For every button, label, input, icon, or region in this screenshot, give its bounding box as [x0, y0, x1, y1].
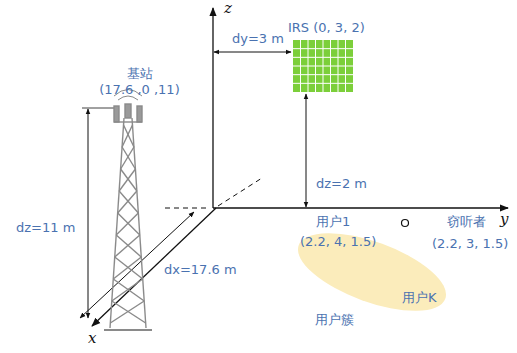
- irs-label-node: IRS (0, 3, 2): [286, 20, 371, 36]
- extension-line: [82, 108, 118, 109]
- eavesdropper-label: 窃听者: [447, 214, 486, 230]
- grid-line: [293, 66, 353, 67]
- negative-x-axis: [218, 178, 262, 206]
- node-text: (17.6 ,0 ,11): [97, 82, 182, 98]
- grid-line: [293, 48, 353, 49]
- cluster-fill: [290, 232, 455, 327]
- dimension-line: [88, 109, 89, 318]
- user-label: 用户1: [316, 214, 350, 230]
- dimension-label: dx=17.6 m: [164, 262, 237, 278]
- dimension-label: dz=2 m: [314, 176, 369, 192]
- negative-y-axis: [165, 208, 210, 209]
- grid-line: [293, 57, 353, 58]
- axis-label: z: [224, 0, 232, 16]
- dimension-line: [214, 52, 291, 53]
- axis-label: y: [500, 211, 508, 227]
- grid-line: [293, 74, 353, 75]
- node-text: 基站: [97, 66, 182, 82]
- irs-panel: [293, 40, 353, 92]
- y-axis: [213, 207, 508, 208]
- z-axis: [212, 8, 213, 208]
- irs-surface: [293, 40, 353, 92]
- axis-label: x: [88, 330, 96, 346]
- base-station-node: 基站(17.6 ,0 ,11): [95, 66, 184, 98]
- node-text: 用户簇: [315, 312, 354, 328]
- coordinate-label: (2.2, 4, 1.5): [300, 234, 376, 250]
- base-station-tower: [104, 90, 152, 331]
- dimension-line: [306, 94, 307, 207]
- dimension-label: dz=11 m: [14, 220, 77, 236]
- user-label: 用户K: [402, 290, 437, 306]
- node-text: IRS (0, 3, 2): [288, 20, 369, 36]
- coordinate-label: (2.2, 3, 1.5): [432, 236, 508, 252]
- grid-line: [293, 83, 353, 84]
- dimension-label: dy=3 m: [232, 31, 284, 47]
